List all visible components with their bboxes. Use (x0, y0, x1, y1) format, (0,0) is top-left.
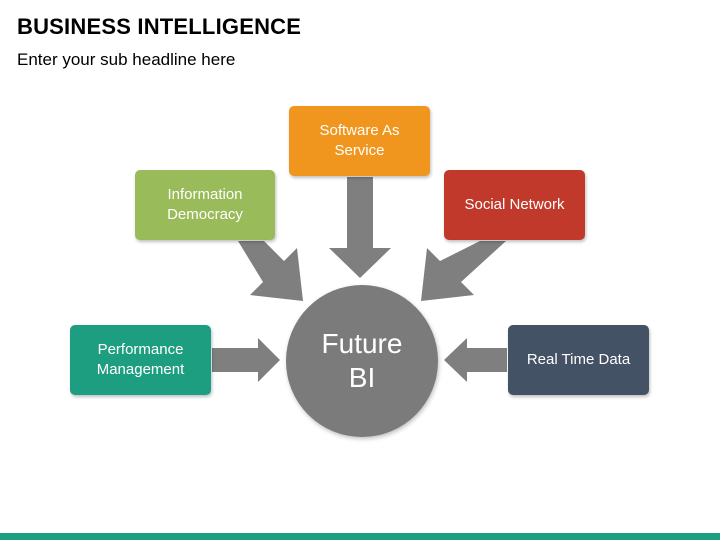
future-bi-label: Future BI (321, 328, 403, 393)
node-label: Information Democracy (167, 186, 243, 223)
node-information-democracy: Information Democracy (135, 170, 275, 240)
page-subtitle: Enter your sub headline here (17, 50, 236, 69)
node-software-as-service: Software As Service (289, 106, 430, 176)
arrow-real-time-data (444, 338, 507, 382)
node-social-network: Social Network (444, 170, 585, 240)
node-label: Social Network (464, 196, 565, 213)
node-label: Real Time Data (526, 351, 631, 368)
arrow-social-network (421, 241, 506, 301)
node-performance-management: Performance Management (70, 325, 211, 395)
footer-bar (0, 533, 720, 540)
node-label: Software As Service (319, 122, 400, 159)
arrow-software-as-service (329, 177, 391, 278)
page-title: BUSINESS INTELLIGENCE (17, 14, 302, 39)
arrow-information-democracy (238, 241, 303, 301)
node-real-time-data: Real Time Data (508, 325, 649, 395)
node-label: Performance Management (96, 341, 185, 378)
future-bi-circle: Future BI (286, 285, 438, 437)
arrow-performance-management (212, 338, 280, 382)
